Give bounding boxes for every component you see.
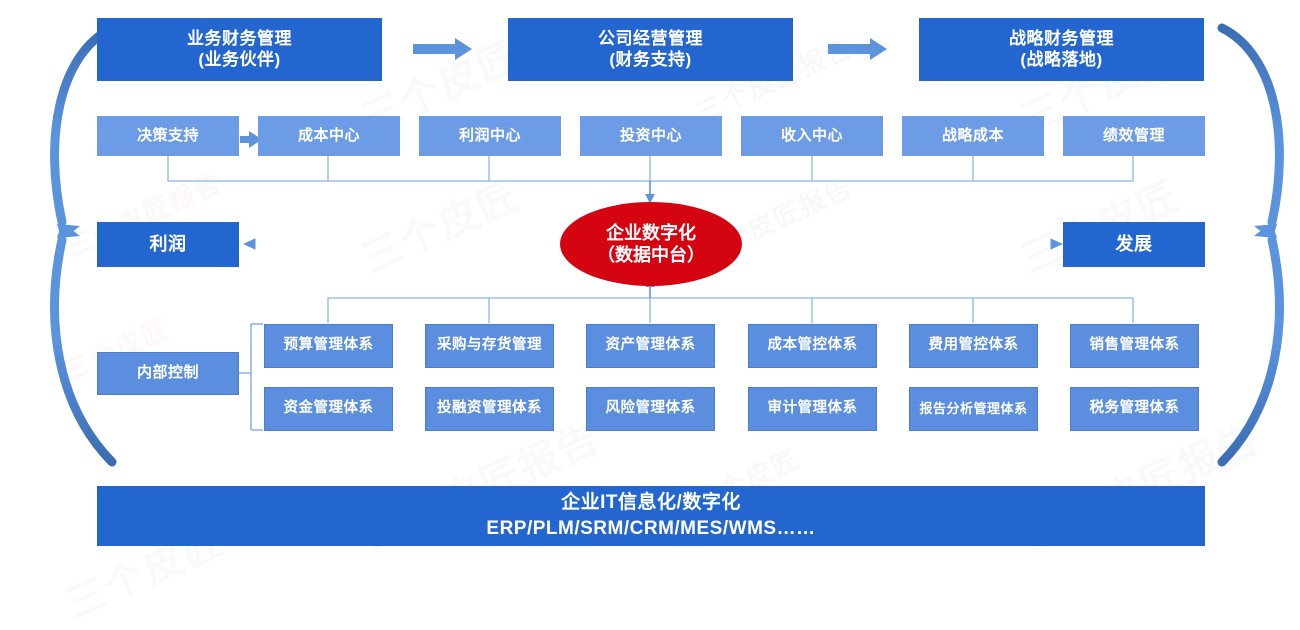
- row2-box-profit-center[interactable]: 利润中心: [419, 116, 561, 156]
- grid-label: 费用管控体系: [928, 337, 1019, 354]
- grid-box-asset[interactable]: 资产管理体系: [586, 324, 715, 368]
- center-right-label: 发展: [1115, 233, 1153, 254]
- grid-label: 预算管理体系: [283, 337, 374, 354]
- row2-box-investment-center[interactable]: 投资中心: [580, 116, 722, 156]
- center-left-label: 利润: [149, 233, 187, 254]
- grid-label: 资产管理体系: [605, 337, 696, 354]
- grid-label: 资金管理体系: [283, 400, 374, 417]
- grid-box-investment-financing[interactable]: 投融资管理体系: [425, 387, 554, 431]
- grid-box-report-analysis[interactable]: 报告分析管理体系: [909, 387, 1038, 431]
- row2-label: 战略成本: [941, 126, 1004, 144]
- grid-label: 税务管理体系: [1089, 400, 1180, 417]
- grid-label: 投融资管理体系: [437, 400, 542, 417]
- row2-label: 决策支持: [136, 126, 199, 144]
- top-box-text: 战略财务管理(战略落地): [1009, 28, 1114, 69]
- top-box-text: 业务财务管理(业务伙伴): [187, 28, 292, 69]
- top-box-company-operation[interactable]: 公司经营管理(财务支持): [508, 18, 793, 81]
- row2-box-performance-mgmt[interactable]: 绩效管理: [1063, 116, 1205, 156]
- grid-box-expense-control[interactable]: 费用管控体系: [909, 324, 1038, 368]
- row2-box-cost-center[interactable]: 成本中心: [258, 116, 400, 156]
- grid-box-procurement-inventory[interactable]: 采购与存货管理: [425, 324, 554, 368]
- grid-box-budget[interactable]: 预算管理体系: [264, 324, 393, 368]
- internal-control-box[interactable]: 内部控制: [97, 352, 239, 395]
- internal-control-label: 内部控制: [136, 364, 199, 382]
- grid-label: 成本管控体系: [767, 337, 858, 354]
- ellipse-line1: 企业数字化: [606, 222, 696, 243]
- grid-box-sales[interactable]: 销售管理体系: [1070, 324, 1199, 368]
- top-box-strategic-finance[interactable]: 战略财务管理(战略落地): [919, 18, 1204, 81]
- row2-label: 绩效管理: [1102, 126, 1165, 144]
- row2-box-decision-support[interactable]: 决策支持: [97, 116, 239, 156]
- center-ellipse-digitalization[interactable]: 企业数字化 （数据中台）: [560, 202, 742, 286]
- diagram-canvas: 三个皮匠 三个皮匠报告 三个皮匠 三个皮匠报告 三个皮匠 三个皮匠报告 三个皮匠…: [50, 18, 1284, 546]
- row2-box-strategic-cost[interactable]: 战略成本: [902, 116, 1044, 156]
- grid-label: 审计管理体系: [767, 400, 858, 417]
- grid-label: 报告分析管理体系: [919, 401, 1028, 417]
- grid-box-funds[interactable]: 资金管理体系: [264, 387, 393, 431]
- row2-label: 收入中心: [780, 126, 843, 144]
- top-box-text: 公司经营管理(财务支持): [598, 28, 703, 69]
- grid-box-cost-control[interactable]: 成本管控体系: [748, 324, 877, 368]
- row2-box-revenue-center[interactable]: 收入中心: [741, 116, 883, 156]
- grid-box-risk[interactable]: 风险管理体系: [586, 387, 715, 431]
- ellipse-line2: （数据中台）: [597, 245, 705, 265]
- grid-label: 采购与存货管理: [437, 337, 542, 354]
- grid-label: 风险管理体系: [605, 400, 696, 417]
- grid-box-audit[interactable]: 审计管理体系: [748, 387, 877, 431]
- center-right-box-development[interactable]: 发展: [1063, 222, 1205, 267]
- row2-label: 利润中心: [458, 126, 521, 144]
- row2-label: 成本中心: [297, 126, 360, 144]
- grid-box-tax[interactable]: 税务管理体系: [1070, 387, 1199, 431]
- row2-label: 投资中心: [619, 126, 682, 144]
- top-box-business-finance[interactable]: 业务财务管理(业务伙伴): [97, 18, 382, 81]
- grid-label: 销售管理体系: [1089, 337, 1180, 354]
- center-left-box-profit[interactable]: 利润: [97, 222, 239, 267]
